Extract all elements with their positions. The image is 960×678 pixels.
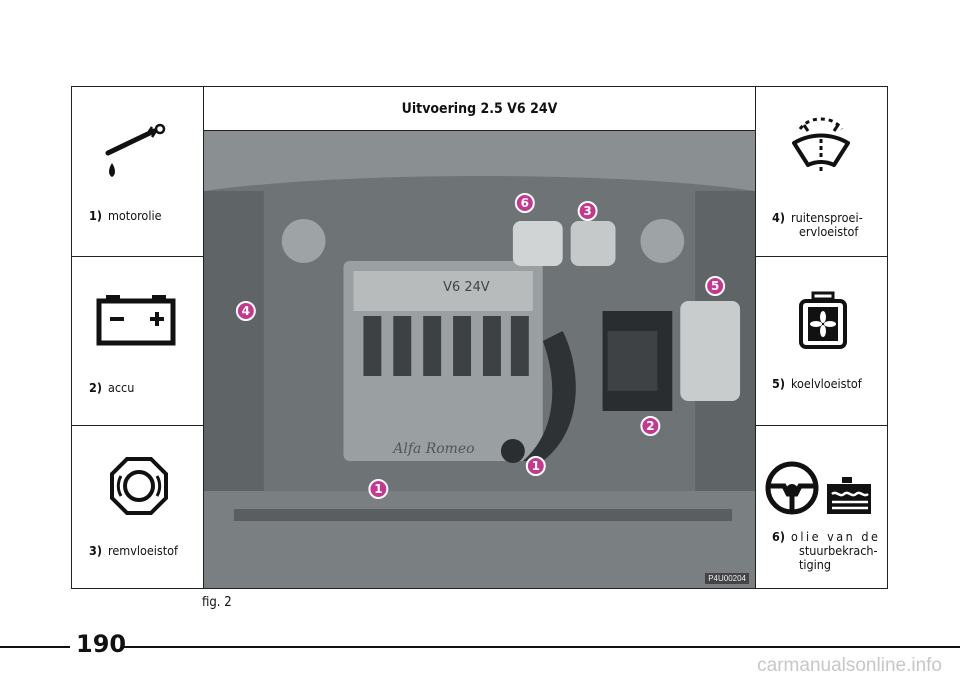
svg-text:6: 6	[521, 196, 529, 210]
legend-cell-battery: 2)accu	[72, 256, 203, 425]
legend-cell-power-steering: 6)olie van de stuurbekrach- tiging	[756, 425, 887, 588]
page-rule-left	[0, 646, 70, 648]
legend-cell-motor-oil: 1)motorolie	[72, 87, 203, 256]
figure-title: Uitvoering 2.5 V6 24V	[204, 87, 755, 131]
legend-label-6: 6)olie van de stuurbekrach- tiging	[772, 529, 881, 572]
figure-caption: fig. 2	[202, 595, 232, 610]
engine-brand-script: Alfa Romeo	[391, 441, 474, 457]
svg-text:3: 3	[583, 204, 591, 218]
center-column: Uitvoering 2.5 V6 24V	[204, 87, 755, 588]
page-number: 190	[76, 630, 127, 658]
marker-1b: 1	[525, 456, 546, 476]
svg-text:5: 5	[711, 279, 719, 293]
legend-label-4: 4)ruitensproei- ervloeistof	[772, 210, 863, 239]
marker-5: 5	[705, 276, 726, 296]
left-legend-column: 1)motorolie 2)accu 3)remvloeistof	[72, 87, 204, 588]
windscreen-washer-icon	[792, 117, 850, 173]
figure-frame: 1)motorolie 2)accu 3)remvloeistof	[71, 86, 888, 589]
legend-label-3: 3)remvloeistof	[89, 543, 178, 558]
oil-dipstick-icon	[105, 123, 166, 177]
svg-text:1: 1	[374, 482, 382, 496]
marker-6: 6	[514, 193, 535, 213]
fluid-reservoir-icon	[827, 477, 871, 514]
marker-4: 4	[235, 301, 256, 321]
watermark-text: carmanualsonline.info	[757, 655, 942, 676]
marker-3: 3	[577, 201, 598, 221]
brake-fluid-icon	[110, 457, 168, 515]
svg-text:2: 2	[646, 419, 654, 433]
marker-1a: 1	[368, 479, 389, 499]
engine-bay-photo: V6 24V Alfa Romeo 1 1 2 3 4 5 6 P4U00204	[204, 131, 755, 588]
steering-wheel-icon	[765, 461, 819, 515]
legend-cell-washer-fluid: 4)ruitensproei- ervloeistof	[756, 87, 887, 256]
legend-label-2: 2)accu	[89, 380, 135, 395]
legend-label-1: 1)motorolie	[89, 208, 162, 223]
engine-cover-text: V6 24V	[443, 280, 490, 295]
svg-text:1: 1	[532, 459, 540, 473]
marker-2: 2	[640, 416, 661, 436]
right-legend-column: 4)ruitensproei- ervloeistof 5)koelvloeis…	[755, 87, 887, 588]
coolant-icon	[799, 291, 847, 349]
legend-cell-coolant: 5)koelvloeistof	[756, 256, 887, 425]
photo-code: P4U00204	[705, 573, 749, 584]
legend-label-5: 5)koelvloeistof	[772, 376, 862, 391]
legend-cell-brake-fluid: 3)remvloeistof	[72, 425, 203, 588]
svg-text:4: 4	[242, 304, 250, 318]
battery-icon	[96, 295, 176, 346]
page-rule-right	[124, 646, 960, 648]
